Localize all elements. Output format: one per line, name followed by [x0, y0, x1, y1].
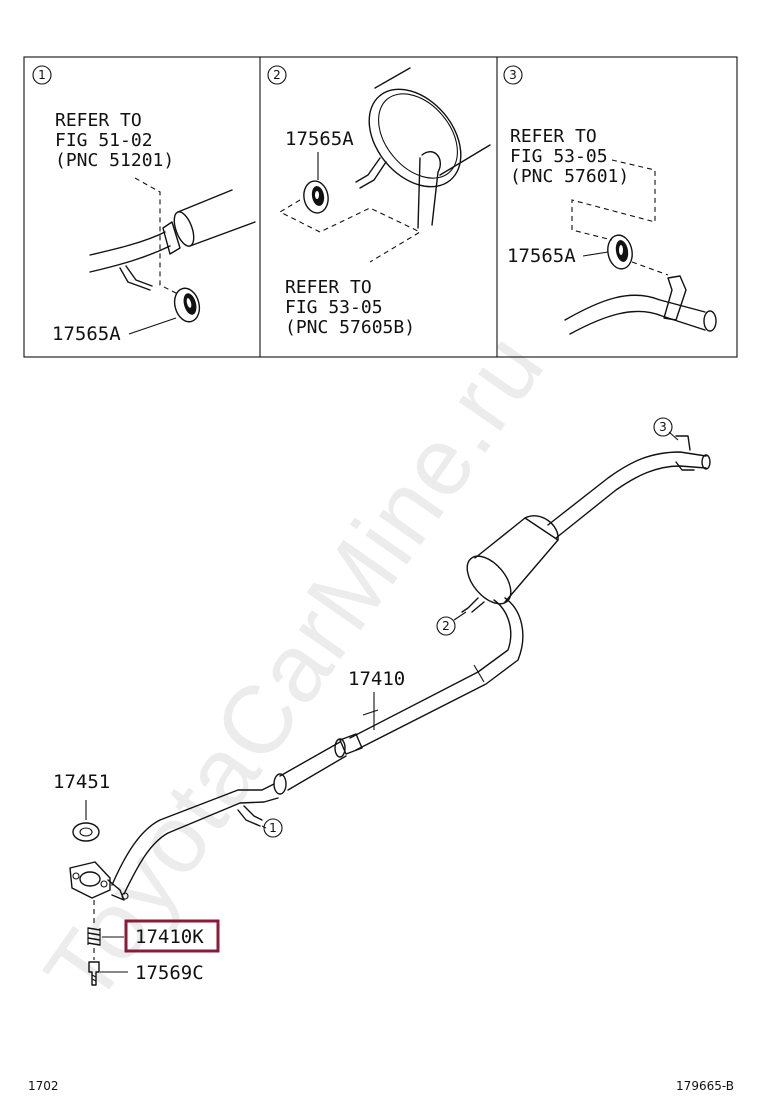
panel-1-hanger-rod	[119, 265, 153, 291]
main-exhaust-assembly: 3 2 17410 1	[53, 417, 711, 986]
panel-2-marker-circle	[267, 65, 287, 85]
panel-3-refer-line-1: REFER TO	[510, 126, 597, 147]
panel-1-refer-leader	[134, 177, 181, 296]
highlight-box-17410K	[124, 919, 220, 953]
panel-2-marker: 2	[273, 68, 281, 82]
marker-2-circle	[436, 616, 456, 636]
center-pipe-bottom	[355, 597, 524, 751]
panel-1-marker: 1	[38, 68, 46, 82]
tail-pipe-top	[547, 451, 707, 526]
marker-3-label: 3	[659, 420, 667, 434]
detail-panel-3: 3 REFER TO FIG 53-05 (PNC 57601) 17565A	[503, 65, 717, 335]
marker-2-label: 2	[442, 619, 450, 633]
bolt-icon	[88, 961, 100, 986]
panel-1-part-label: 17565A	[52, 323, 121, 345]
panel-3-pipe-top	[564, 294, 706, 321]
panel-2-rubber-hanger-icon	[303, 180, 329, 214]
detail-panels-frame	[23, 56, 738, 358]
panel-1-refer-line-1: REFER TO	[55, 110, 142, 131]
panel-3-part-label: 17565A	[507, 245, 576, 267]
panel-3-pipe-bottom	[569, 310, 706, 335]
panel-3-rubber-hanger-icon	[607, 234, 633, 270]
panel-1-muffler-body	[177, 189, 256, 247]
pipe-joint	[339, 733, 363, 755]
panel-3-hanger-dash	[631, 261, 669, 276]
resonator-front	[334, 738, 346, 758]
tail-pipe-bottom	[555, 465, 707, 539]
panel-2-refer-line-1: REFER TO	[285, 277, 372, 298]
panel-3-marker-circle	[503, 65, 523, 85]
front-flange	[69, 861, 129, 901]
resonator-body	[279, 741, 347, 791]
panel-3-marker: 3	[509, 68, 517, 82]
marker-2-leader	[453, 611, 467, 621]
label-17410K: 17410K	[135, 926, 204, 948]
footer-left-code: 1702	[28, 1079, 59, 1093]
main-muffler	[461, 515, 559, 613]
marker-1-circle	[263, 818, 283, 838]
panel-2-refer-line-3: (PNC 57605B)	[285, 317, 415, 338]
panel-3-part-leader	[582, 251, 609, 257]
panel-3-pipe-end	[703, 310, 717, 332]
center-pipe-top	[349, 599, 512, 739]
footer-right-code: 179665-B	[676, 1079, 734, 1093]
panel-1-pipe-top	[89, 231, 166, 256]
marker-1-label: 1	[269, 821, 277, 835]
detail-panel-1: 1 REFER TO FIG 51-02 (PNC 51201) 17565A	[32, 65, 256, 345]
panel-3-refer-leader	[571, 159, 656, 241]
front-pipe-top	[111, 783, 275, 886]
label-17410: 17410	[348, 668, 405, 690]
panel-1-muffler-end	[173, 211, 195, 247]
panel-1-rubber-hanger-icon	[173, 287, 201, 323]
label-17451: 17451	[53, 771, 110, 793]
panel-2-muffler	[355, 67, 491, 229]
panel-2-part-label: 17565A	[285, 128, 354, 150]
tail-pipe-end	[701, 454, 711, 470]
label-17569C: 17569C	[135, 962, 204, 984]
panel-1-refer-line-2: FIG 51-02	[55, 130, 153, 151]
panel-1-pipe-joint	[162, 221, 181, 255]
panel-1-refer-line-3: (PNC 51201)	[55, 150, 174, 171]
panel-3-hanger-bracket	[663, 275, 687, 321]
panel-1-pipe-bottom	[89, 245, 171, 273]
gasket-icon	[72, 822, 100, 842]
marker-3-leader	[668, 431, 679, 441]
label-17410-leader	[362, 709, 379, 716]
front-pipe-bottom	[123, 797, 279, 895]
spring-icon	[87, 927, 101, 946]
panel-2-refer-line-2: FIG 53-05	[285, 297, 383, 318]
panel-1-part-leader	[128, 317, 177, 335]
detail-panel-2: 2 17565A REFER TO FIG 53-05 (PNC 57605B)	[267, 65, 491, 338]
marker-3-circle	[653, 417, 673, 437]
panel-1-marker-circle	[32, 65, 52, 85]
panel-3-refer-line-3: (PNC 57601)	[510, 166, 629, 187]
tail-hanger	[675, 435, 695, 471]
center-pipe-seam	[473, 664, 485, 683]
front-hanger-rod	[237, 805, 263, 827]
panel-3-refer-line-2: FIG 53-05	[510, 146, 608, 167]
panel-2-refer-leader	[278, 199, 422, 263]
